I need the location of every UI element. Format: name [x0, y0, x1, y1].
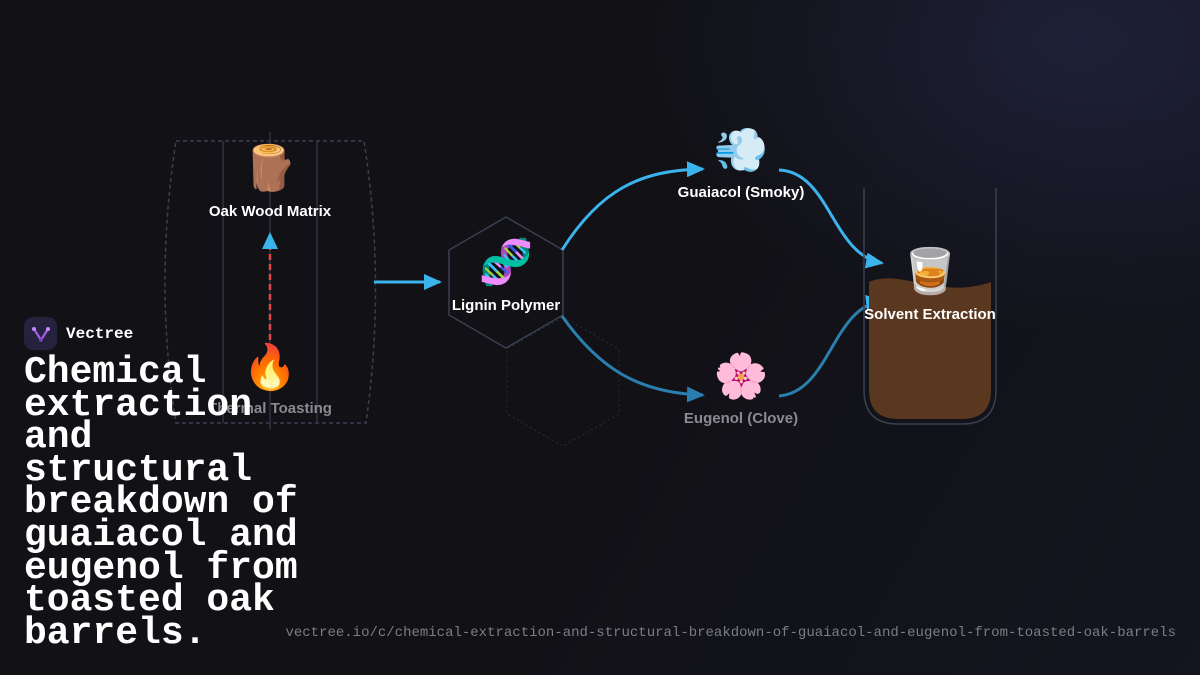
lignin-to-eugenol-arrow: [560, 315, 705, 403]
whiskey-glass-icon: 🥃: [902, 246, 958, 297]
solvent-liquid: [869, 278, 991, 419]
vectree-logo-icon: [24, 317, 57, 350]
wood-log-icon: 🪵: [242, 143, 298, 194]
flower-icon: 🌸: [713, 351, 769, 402]
guaiacol-label: Guaiacol (Smoky): [677, 184, 805, 201]
eugenol-to-solvent-arrow: [778, 294, 884, 398]
page-title: Chemical extraction and structural break…: [24, 351, 298, 655]
lignin-polymer-label: Lignin Polymer: [451, 297, 561, 314]
brand-name: Vectree: [66, 324, 134, 343]
heat-arrow-head: [262, 232, 278, 249]
page-url[interactable]: vectree.io/c/chemical-extraction-and-str…: [285, 625, 1176, 641]
eugenol-label: Eugenol (Clove): [683, 410, 799, 427]
smoke-puff-icon: 💨: [713, 125, 769, 176]
thermal-toasting-label: Thermal Toasting: [208, 400, 332, 417]
lignin-hexagon-shadow: [506, 316, 620, 447]
lignin-to-guaiacol-arrow: [560, 161, 705, 251]
solvent-extraction-label: Solvent Extraction: [864, 306, 996, 323]
brand: Vectree: [24, 317, 133, 350]
dna-icon: 🧬: [478, 237, 534, 288]
guaiacol-to-solvent-arrow: [778, 168, 884, 269]
fire-icon: 🔥: [242, 342, 298, 393]
solvent-glass-outline: [863, 188, 997, 425]
barrel-outline: [164, 140, 377, 424]
oak-wood-matrix-label: Oak Wood Matrix: [208, 203, 332, 220]
